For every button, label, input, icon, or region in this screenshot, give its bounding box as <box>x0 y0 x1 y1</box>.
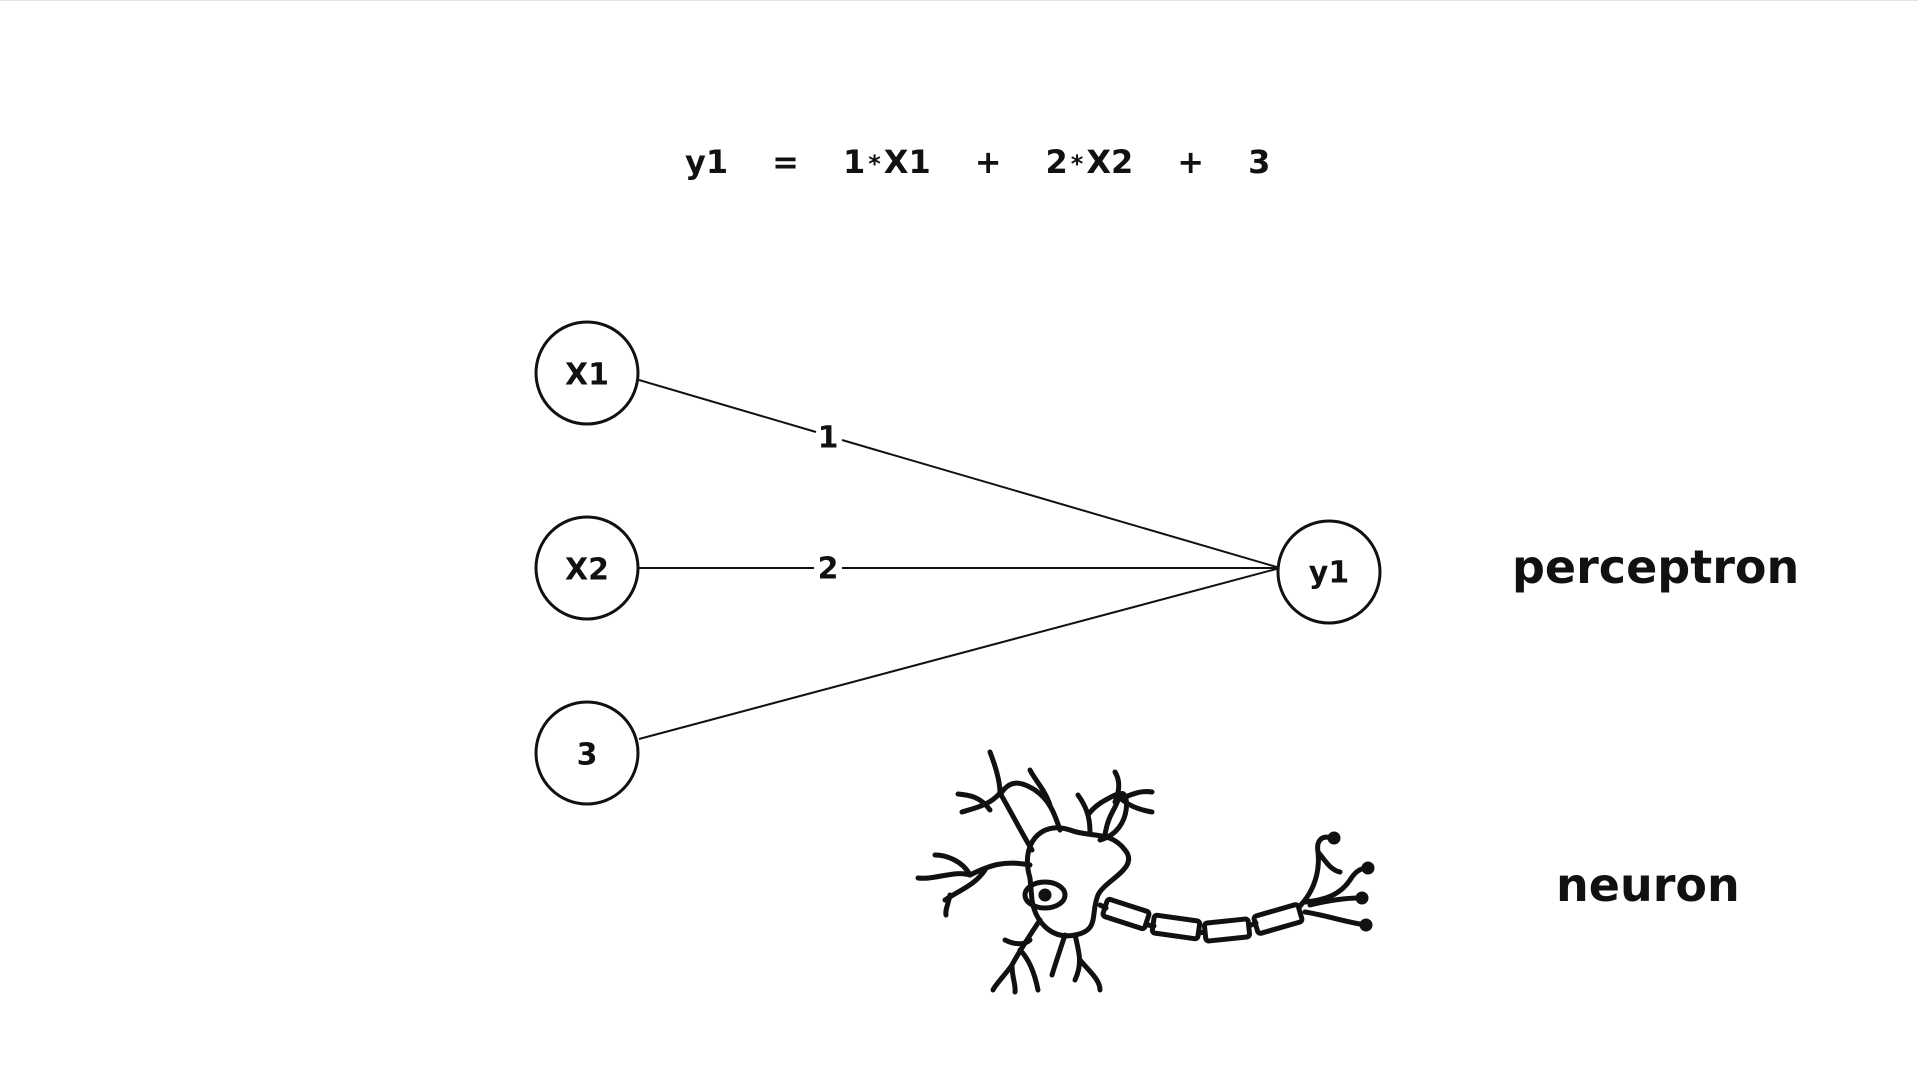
neuron-dendrite <box>1002 937 1033 947</box>
edge-x1-to-y1-a <box>638 379 817 433</box>
neuron-myelin-segment <box>1201 916 1253 944</box>
neuron-dendrite <box>959 790 1003 815</box>
node-y1: y1 <box>1276 519 1382 625</box>
equation-lhs: y1 <box>685 143 729 181</box>
edge-bias-to-y1 <box>638 567 1281 740</box>
neuron-terminal-bouton <box>1361 861 1375 875</box>
node-x1: X1 <box>534 320 640 426</box>
neuron-dendrite <box>1027 767 1053 808</box>
equation-multiply-2: * <box>1070 150 1084 178</box>
neuron-dendrite <box>1077 957 1103 993</box>
neuron-dendrite <box>1072 932 1082 983</box>
neuron-nucleolus <box>1038 888 1052 902</box>
node-y1-label: y1 <box>1309 556 1349 591</box>
neuron-dendrite <box>932 852 973 878</box>
neuron-dendrite <box>915 871 973 881</box>
neuron-dendrite <box>1097 791 1129 843</box>
neuron-dendrite <box>1075 792 1093 835</box>
neuron-axon <box>1145 922 1157 929</box>
neuron-terminal-bouton <box>1355 891 1369 905</box>
node-bias: 3 <box>534 700 640 806</box>
neuron-caption: neuron <box>1556 858 1740 912</box>
equation-bias: 3 <box>1248 143 1271 181</box>
equation-weight-2: 2 <box>1045 143 1068 181</box>
neuron-dendrite <box>943 892 953 918</box>
neuron-dendrite <box>1049 932 1068 978</box>
neuron-dendrite <box>967 860 1033 878</box>
node-x1-circle <box>534 320 640 426</box>
neuron-dendrite <box>1009 962 1018 995</box>
neuron-dendrite <box>1115 792 1155 815</box>
neuron-axon-terminal <box>1315 849 1343 875</box>
neuron-axon <box>1196 929 1208 936</box>
neuron-terminal-bouton <box>1327 831 1341 845</box>
neuron-icon <box>915 749 1375 995</box>
node-x2: X2 <box>534 515 640 621</box>
neuron-axon-terminal <box>1302 909 1369 928</box>
equation: y1 = 1 * X1 + 2 * X2 + 3 <box>685 140 1270 184</box>
equation-equals: = <box>772 143 799 181</box>
neuron-axon <box>1097 902 1109 911</box>
edge-x1-to-y1-b <box>841 439 1281 569</box>
top-border <box>0 0 1918 1</box>
neuron-dendrite <box>987 749 1003 796</box>
neuron-dendrite <box>1085 792 1118 818</box>
neuron-dendrite <box>990 962 1015 993</box>
node-bias-label: 3 <box>577 738 598 773</box>
neuron-dendrite <box>1017 947 1041 993</box>
neuron-dendrite <box>997 790 1035 853</box>
equation-x1: X1 <box>883 143 931 181</box>
node-x2-circle <box>534 515 640 621</box>
neuron-dendrite <box>997 780 1063 833</box>
node-x2-label: X2 <box>565 553 609 588</box>
neuron-dendrite <box>955 791 993 813</box>
equation-plus-2: + <box>1177 143 1205 181</box>
weight-label-1: 1 <box>818 421 839 456</box>
equation-x2: X2 <box>1086 143 1134 181</box>
equation-weight-1: 1 <box>842 143 866 181</box>
perceptron-caption: perceptron <box>1512 540 1800 594</box>
weight-label-2: 2 <box>818 552 839 587</box>
node-bias-circle <box>534 700 640 806</box>
neuron-myelin-segment <box>1149 912 1203 942</box>
neuron-myelin-segment <box>1251 902 1305 936</box>
neuron-axon <box>1246 920 1259 929</box>
equation-multiply-1: * <box>868 150 881 178</box>
node-y1-circle <box>1276 519 1382 625</box>
neuron-myelin-segment <box>1100 896 1152 932</box>
equation-plus-1: + <box>974 143 1002 181</box>
neuron-terminal-bouton <box>1359 918 1373 932</box>
neuron-nucleus <box>1022 879 1068 911</box>
node-x1-label: X1 <box>565 358 609 393</box>
